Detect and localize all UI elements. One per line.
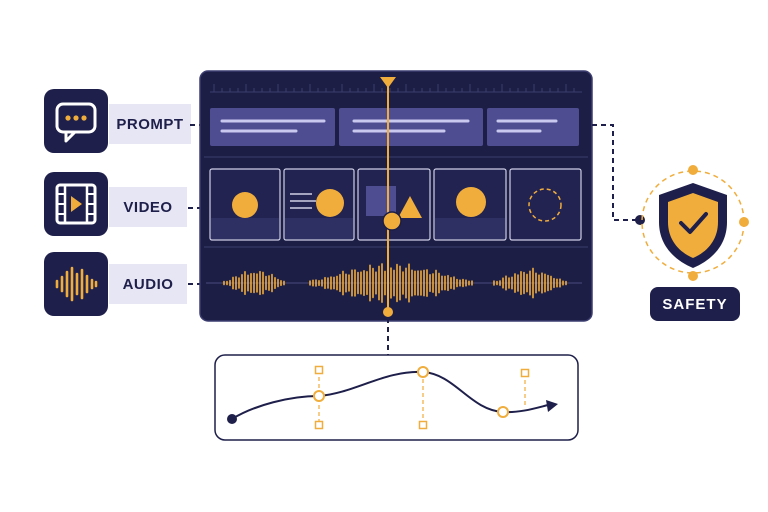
prompt-track [210, 108, 579, 146]
prompt-icon-tile [44, 89, 108, 153]
video-icon-tile [44, 172, 108, 236]
shield-check-icon [641, 165, 749, 281]
safety-badge: SAFETY [650, 287, 740, 321]
video-frame [433, 168, 507, 241]
video-frame [509, 168, 582, 241]
prompt-block [487, 108, 579, 146]
prompt-block [210, 108, 335, 146]
video-frame [283, 168, 355, 241]
sound-wave-icon [55, 266, 98, 302]
curve-start-point [227, 414, 237, 424]
video-frame [209, 168, 281, 241]
audio-label: AUDIO [109, 264, 187, 304]
prompt-block [339, 108, 483, 146]
audio-waveform [223, 263, 567, 303]
audio-icon-tile [44, 252, 108, 316]
curve-keyframes [313, 366, 509, 418]
curve-panel [214, 354, 579, 441]
prompt-label: PROMPT [109, 104, 191, 144]
chat-bubble-icon [55, 102, 97, 143]
video-frame-active [357, 168, 431, 241]
video-track [209, 168, 582, 241]
playhead [380, 77, 402, 317]
video-label: VIDEO [109, 187, 187, 227]
film-play-icon [55, 183, 97, 225]
curve-arrow [546, 400, 558, 412]
